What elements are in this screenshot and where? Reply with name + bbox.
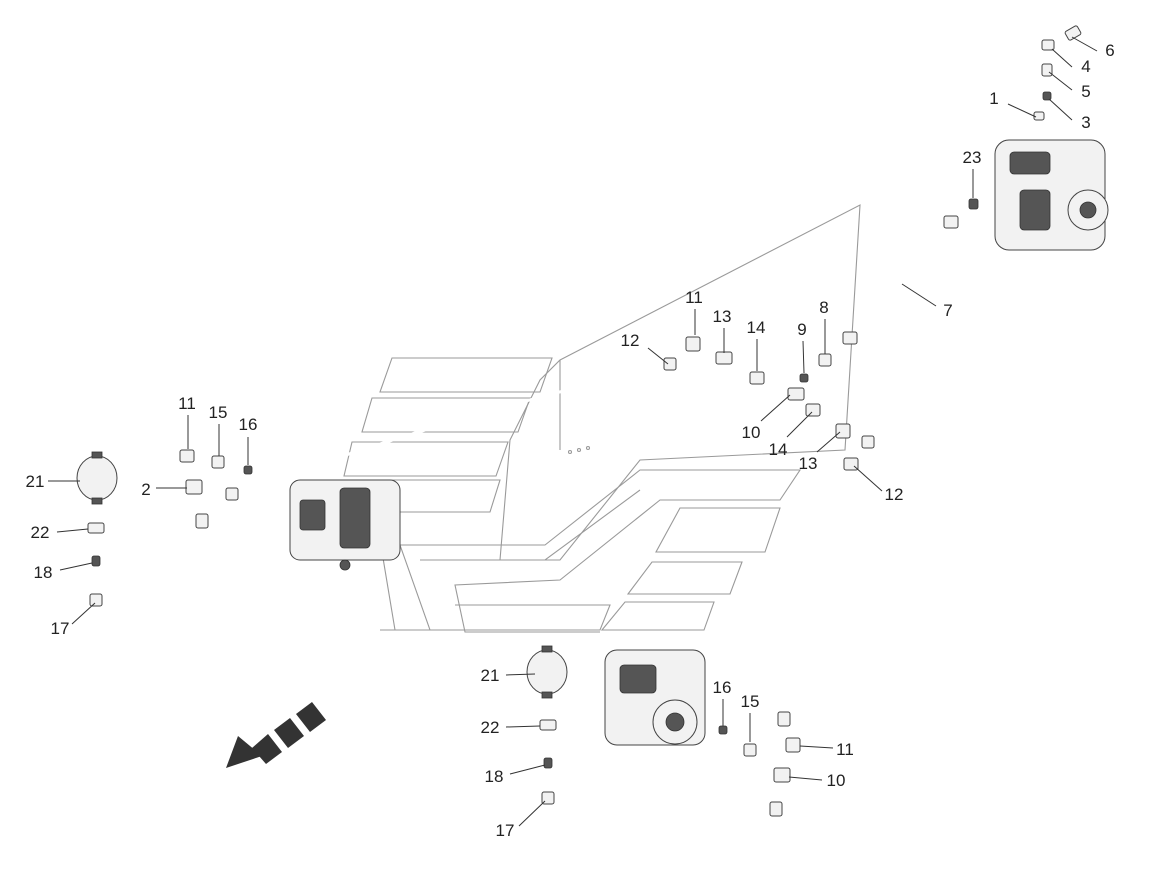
accumulator-left [76, 451, 118, 505]
chassis-outline [319, 204, 861, 633]
leader-line-c6 [1071, 36, 1098, 52]
callout-label-c13b: 13 [799, 454, 818, 473]
callout-label-c11c: 11 [836, 740, 854, 759]
pump-top-right [994, 139, 1109, 251]
leader-line-c1 [1007, 103, 1037, 118]
leader-line-c12b [853, 465, 883, 492]
callout-label-c9: 9 [797, 320, 806, 339]
hose-12-lower [783, 463, 851, 723]
leader-line-c21b [505, 673, 536, 676]
callout-label-c15b: 15 [741, 692, 760, 711]
callout-label-c18b: 18 [485, 767, 504, 786]
callout-label-c15a: 15 [209, 403, 228, 422]
leader-line-c17a [71, 602, 96, 625]
motor-bottom [604, 649, 706, 746]
callout-label-c16b: 16 [713, 678, 732, 697]
callout-label-c5: 5 [1081, 82, 1090, 101]
leader-line-c14b [786, 411, 813, 438]
motor-center [289, 479, 401, 571]
leader-line-c18a [59, 562, 93, 571]
leader-line-c17b [518, 800, 546, 827]
callout-label-c10b: 10 [827, 771, 846, 790]
callout-label-c23: 23 [963, 148, 982, 167]
callout-label-c18a: 18 [34, 563, 53, 582]
leader-line-c11c [799, 745, 834, 749]
callout-label-c4: 4 [1081, 57, 1090, 76]
callout-label-c14a: 14 [747, 318, 766, 337]
callout-label-c10a: 10 [742, 423, 761, 442]
callout-label-c16a: 16 [239, 415, 258, 434]
hose-17-bottom [547, 798, 779, 862]
callout-label-c11b: 11 [178, 394, 196, 413]
callout-label-c2: 2 [141, 480, 150, 499]
leader-line-c10a [760, 394, 791, 422]
callout-label-c6: 6 [1105, 41, 1114, 60]
accumulator-bottom [526, 645, 568, 699]
callout-label-c3: 3 [1081, 113, 1090, 132]
callout-label-c13a: 13 [713, 307, 732, 326]
callout-label-c11a: 11 [685, 288, 703, 307]
leader-line-c7 [901, 283, 937, 307]
callout-label-c12a: 12 [621, 331, 640, 350]
leader-line-c18b [509, 764, 546, 775]
callout-label-c12b: 12 [885, 485, 904, 504]
hose-long-upper [231, 363, 669, 497]
callout-label-c1: 1 [989, 89, 998, 108]
leader-line-c5 [1048, 71, 1073, 91]
leader-line-c9 [802, 340, 805, 374]
callout-label-c22b: 22 [481, 718, 500, 737]
fittings [87, 25, 1082, 817]
hose-7 [849, 220, 951, 342]
leader-line-c10b [788, 776, 823, 781]
callout-label-c17b: 17 [496, 821, 515, 840]
leader-line-c3 [1048, 98, 1073, 121]
leader-line-c12a [647, 347, 669, 365]
hose-17-left [96, 519, 207, 623]
leader-line-c22a [56, 528, 89, 533]
callout-label-c8: 8 [819, 298, 828, 317]
callout-label-c21b: 21 [481, 666, 500, 685]
callout-label-c22a: 22 [31, 523, 50, 542]
callout-label-c14b: 14 [769, 440, 788, 459]
callout-label-c7: 7 [943, 301, 952, 320]
leader-line-c4 [1051, 48, 1073, 68]
callout-label-c21a: 21 [26, 472, 45, 491]
leader-line-c13b [816, 431, 841, 453]
leader-line-c22b [505, 725, 541, 728]
callout-label-c17a: 17 [51, 619, 70, 638]
direction-arrow-icon [226, 702, 326, 768]
